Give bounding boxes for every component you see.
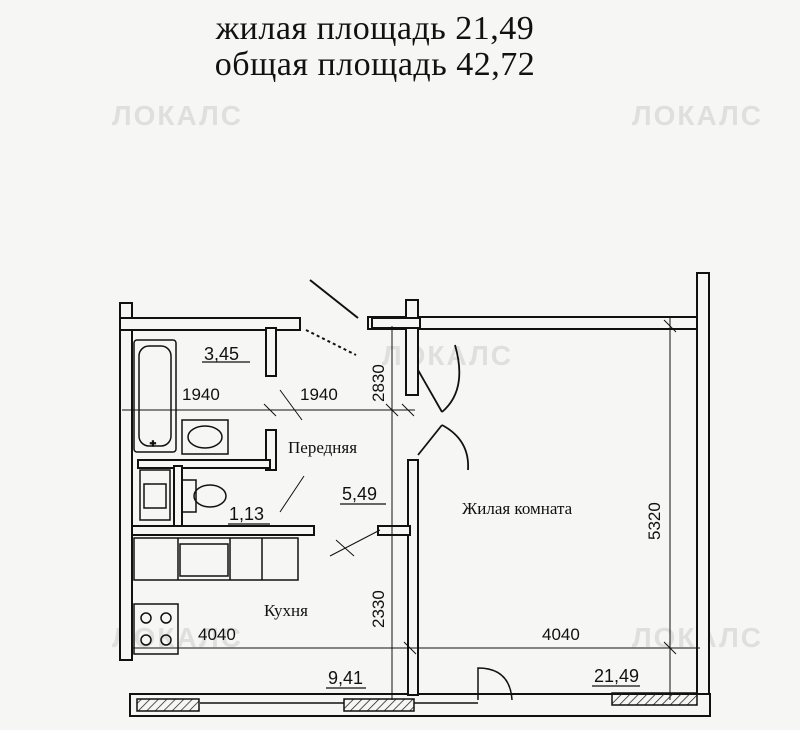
area-underlines bbox=[202, 361, 640, 689]
living-area-title: жилая площадь 21,49 bbox=[215, 10, 535, 47]
living-depth-dim: 5320 bbox=[645, 502, 664, 540]
toilet-fixture bbox=[181, 479, 227, 513]
living-width-dim: 4040 bbox=[542, 625, 580, 644]
kitchen-area: 9,41 bbox=[328, 668, 363, 688]
living-room-area: 21,49 bbox=[594, 666, 639, 686]
utility-box bbox=[139, 469, 171, 521]
stove bbox=[133, 603, 179, 655]
dimension-lines bbox=[122, 318, 700, 700]
interior-walls bbox=[131, 299, 421, 696]
toilet-area: 1,13 bbox=[229, 504, 264, 524]
bathtub: + bbox=[133, 339, 177, 453]
total-area-title: общая площадь 42,72 bbox=[214, 46, 536, 83]
svg-text:+: + bbox=[150, 439, 156, 450]
watermark: ЛОКАЛС bbox=[112, 100, 243, 131]
watermark: ЛОКАЛС bbox=[382, 340, 513, 371]
watermark: ЛОКАЛС bbox=[632, 100, 763, 131]
window-sills bbox=[136, 692, 698, 712]
washbasin bbox=[181, 419, 229, 455]
kitchen-width-dim: 4040 bbox=[198, 625, 236, 644]
entrance-door bbox=[305, 279, 359, 356]
bathroom-area: 3,45 bbox=[204, 344, 239, 364]
kitchen-counter bbox=[133, 537, 299, 581]
balcony-door bbox=[477, 667, 513, 701]
hall-depth-dim: 2830 bbox=[369, 364, 388, 402]
living-room-name: Жилая комната bbox=[462, 499, 573, 518]
kitchen-depth-dim: 2330 bbox=[369, 590, 388, 628]
hall-area: 5,49 bbox=[342, 484, 377, 504]
living-door bbox=[417, 344, 469, 471]
bath-width-dim: 1940 bbox=[182, 385, 220, 404]
hall-width-dim: 1940 bbox=[300, 385, 338, 404]
exterior-walls bbox=[119, 272, 711, 717]
kitchen-name: Кухня bbox=[264, 601, 308, 620]
hall-name: Передняя bbox=[288, 438, 357, 457]
